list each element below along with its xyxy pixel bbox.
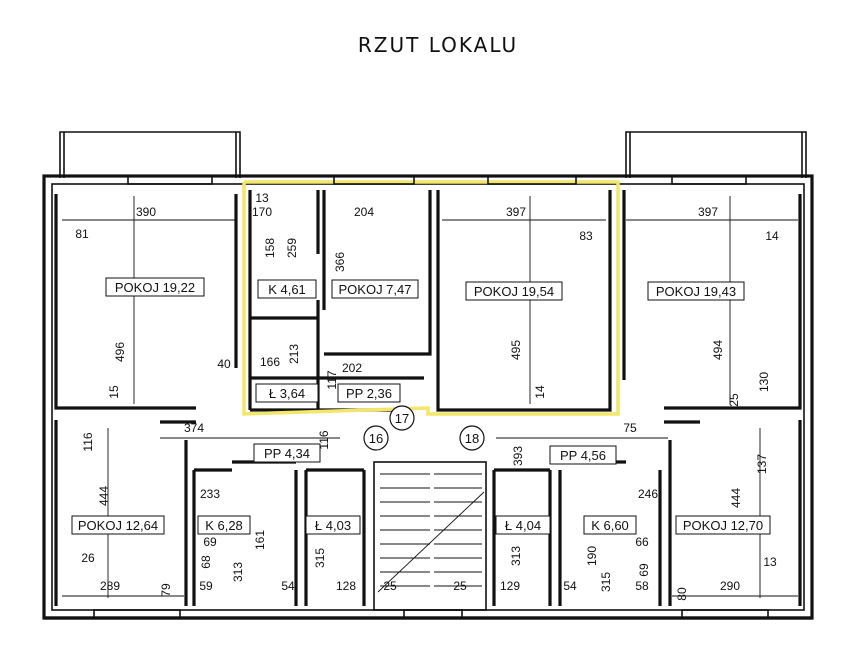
dimension-label: 14 (533, 385, 547, 399)
dimension-label: 444 (97, 486, 111, 506)
room-label: K 6,60 (591, 518, 629, 533)
unit-18-label: 18 (465, 431, 479, 446)
unit-17-outline (242, 180, 620, 416)
dimension-label: 14 (765, 229, 779, 243)
balcony-left (59, 131, 241, 178)
dimension-label: 40 (217, 357, 231, 371)
dimension-label: 366 (333, 252, 347, 272)
dimension-label: 213 (287, 344, 301, 364)
dimension-label: 68 (199, 555, 213, 569)
dimension-label: 25 (453, 579, 467, 593)
dimension-label: 75 (623, 421, 637, 435)
dimension-label: 494 (711, 340, 725, 360)
room-label: POKOJ 7,47 (339, 282, 412, 297)
dimension-label: 233 (200, 487, 220, 501)
room-label: Ł 4,04 (505, 518, 541, 533)
room-labels: POKOJ 19,22 K 4,61 POKOJ 7,47 POKOJ 19,5… (71, 277, 771, 535)
dimension-label: 13 (255, 191, 269, 205)
unit-16-marker (363, 425, 389, 451)
dimension-label: 128 (336, 579, 356, 593)
dimension-label: 166 (260, 355, 280, 369)
dimension-label: 79 (159, 583, 173, 597)
dimension-label: 116 (81, 432, 95, 451)
room-label: POKOJ 19,43 (656, 284, 736, 299)
dimension-label: 58 (635, 579, 649, 593)
dimension-label: 69 (203, 535, 217, 549)
dimension-label: 13 (763, 555, 777, 569)
room-label: POKOJ 19,22 (115, 280, 195, 295)
dimension-label: 26 (81, 551, 95, 565)
dimension-label: 496 (113, 342, 127, 362)
room-label: K 4,61 (268, 282, 306, 297)
dimension-label: 259 (285, 238, 299, 258)
plan-title: RZUT LOKALU (358, 33, 518, 57)
dimension-label: 137 (755, 454, 769, 474)
dimension-label: 54 (563, 579, 577, 593)
unit-18-marker (459, 425, 485, 451)
dimension-label: 83 (579, 229, 593, 243)
room-label: Ł 3,64 (269, 386, 305, 401)
dimension-label: 190 (585, 546, 599, 566)
interior-walls (54, 190, 802, 611)
dimension-label: 289 (100, 579, 120, 593)
staircase (377, 473, 485, 593)
dimension-label: 246 (638, 487, 658, 501)
balcony-right (625, 131, 807, 178)
dimension-label: 390 (136, 205, 156, 219)
room-label: POKOJ 19,54 (474, 284, 554, 299)
room-label: POKOJ 12,70 (683, 518, 763, 533)
unit-17-label: 17 (395, 411, 409, 426)
unit-16-label: 16 (369, 431, 383, 446)
room-label: PP 2,36 (346, 386, 392, 401)
dimension-label: 15 (107, 385, 121, 399)
dimension-label: 59 (199, 579, 213, 593)
dimension-label: 315 (599, 572, 613, 592)
dimension-label: 25 (383, 579, 397, 593)
windows (93, 175, 769, 619)
dimension-label: 290 (720, 579, 740, 593)
dimension-label: 315 (313, 548, 327, 568)
dimension-label: 25 (727, 393, 741, 407)
dimension-label: 313 (509, 546, 523, 566)
dimension-label: 393 (511, 446, 525, 466)
dimension-label: 130 (757, 372, 771, 392)
dimension-label: 374 (184, 421, 204, 435)
dimension-label: 54 (281, 579, 295, 593)
dimension-label: 170 (252, 205, 272, 219)
dimension-label: 204 (354, 205, 374, 219)
dimension-label: 161 (253, 530, 267, 550)
room-label: PP 4,56 (560, 448, 606, 463)
outer-walls (42, 174, 814, 620)
dimension-label: 202 (342, 361, 362, 375)
room-label: PP 4,34 (264, 446, 310, 461)
dimension-label: 444 (729, 488, 743, 508)
dimension-label: 495 (509, 340, 523, 360)
dimension-label: 313 (231, 562, 245, 582)
dimension-label: 397 (698, 205, 718, 219)
dimension-label: 158 (263, 238, 277, 258)
room-label: Ł 4,03 (315, 518, 351, 533)
dimension-label: 66 (635, 535, 649, 549)
unit-markers: 17 16 18 (363, 405, 485, 451)
room-label: K 6,28 (205, 518, 243, 533)
room-label: POKOJ 12,64 (78, 518, 158, 533)
dimension-label: 116 (317, 430, 331, 449)
unit-17-marker (389, 405, 415, 431)
dimension-label: 129 (500, 579, 520, 593)
dimension-label: 81 (75, 227, 89, 241)
dimension-label: 117 (325, 370, 339, 389)
dimension-label: 397 (506, 205, 526, 219)
dimension-label: 69 (637, 563, 651, 577)
dimension-label: 80 (675, 587, 689, 601)
